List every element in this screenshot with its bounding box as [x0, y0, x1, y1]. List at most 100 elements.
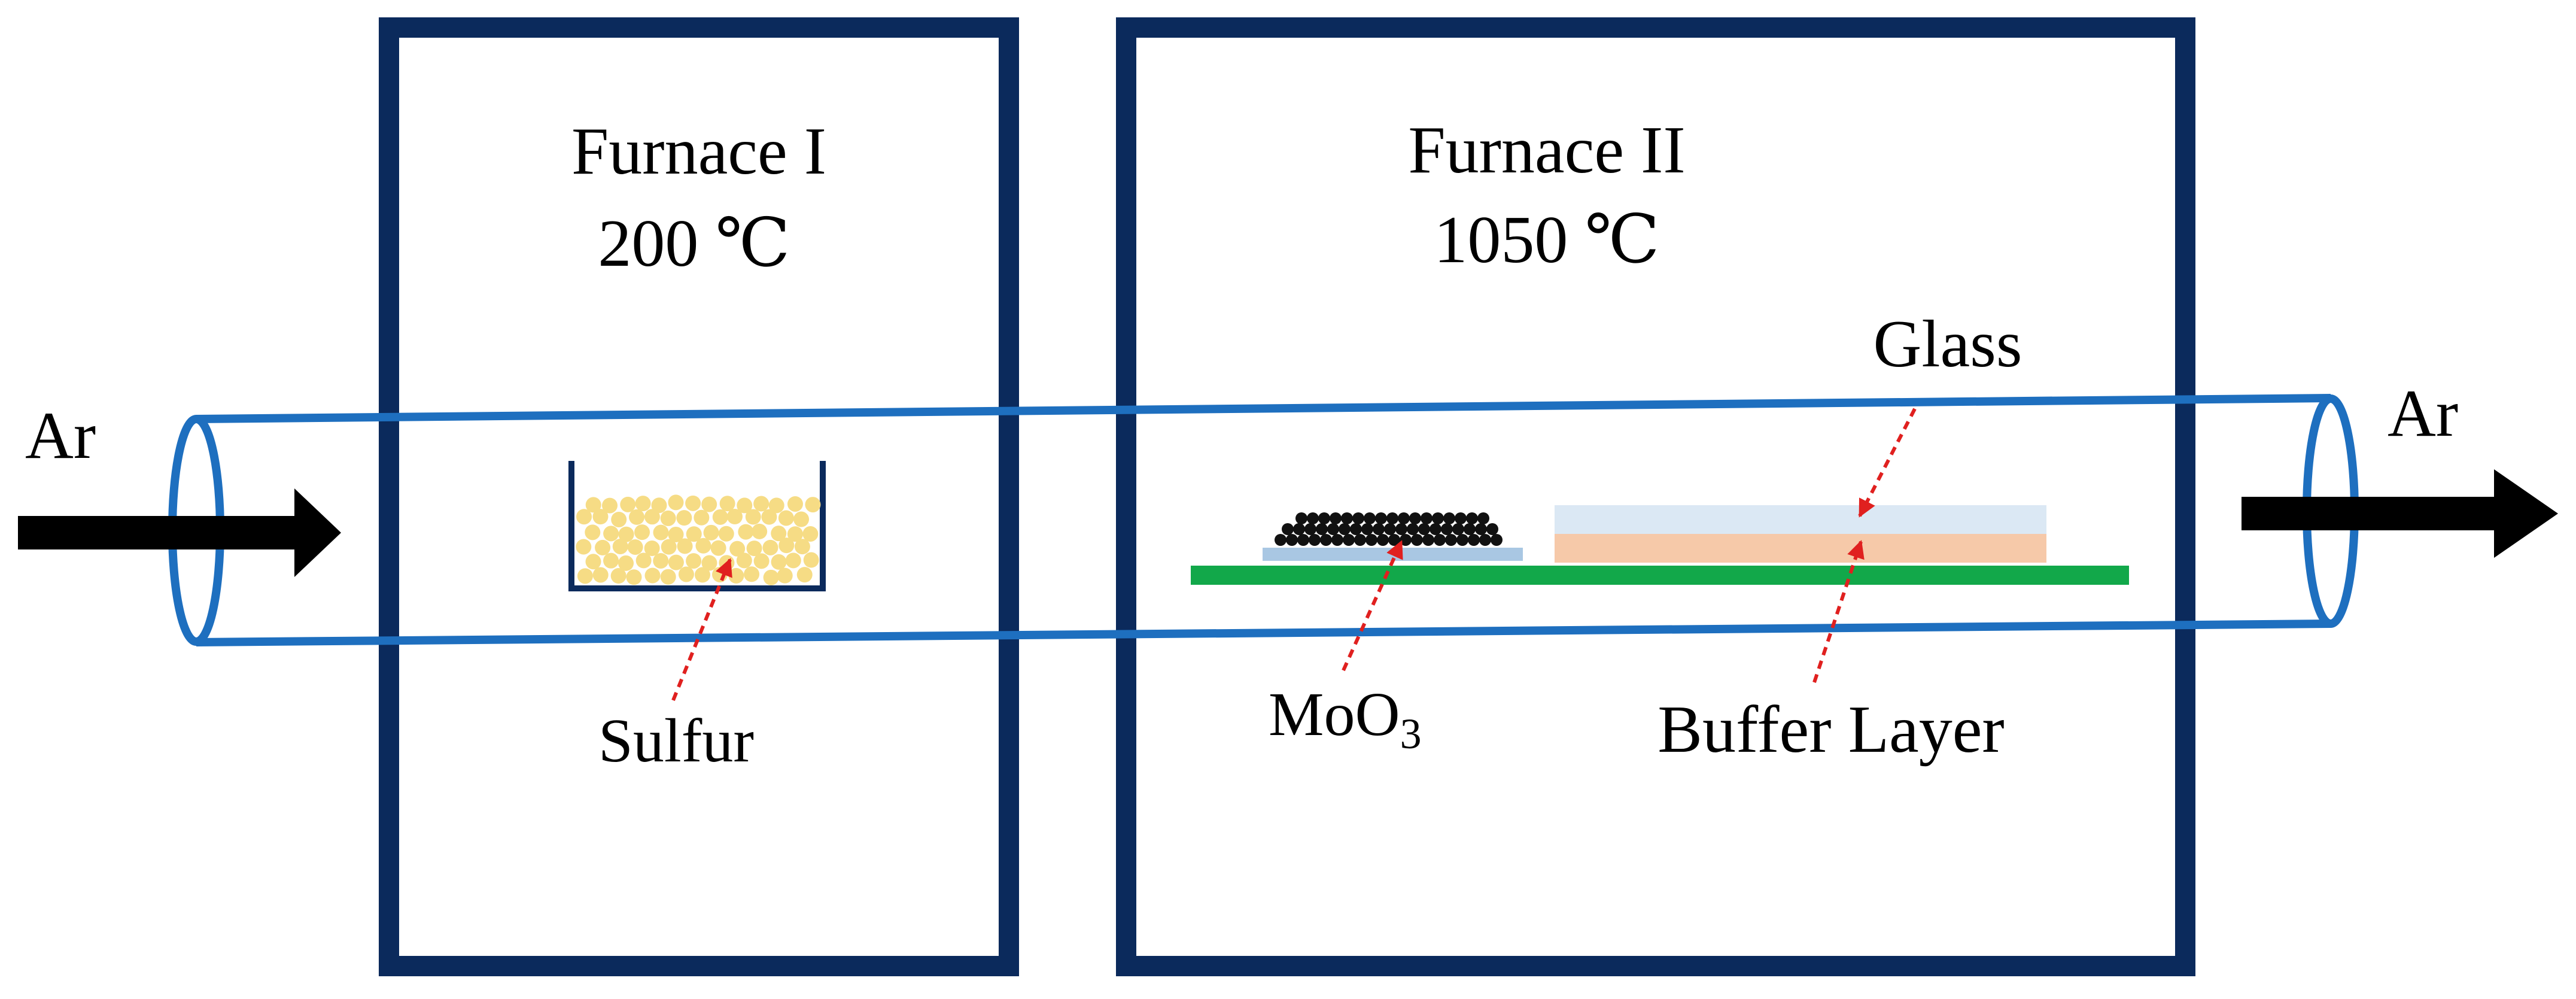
glass-pointer: [1858, 408, 1917, 518]
sulfur-particle: [728, 567, 744, 584]
sulfur-particle: [611, 511, 627, 527]
moo3-particle: [1352, 512, 1364, 524]
moo3-particle: [1304, 523, 1316, 535]
sulfur-particle: [794, 539, 810, 555]
moo3-particle: [1286, 534, 1298, 546]
moo3-particle: [1430, 523, 1441, 535]
moo3-particle: [1364, 512, 1376, 524]
sulfur-particle: [729, 541, 746, 557]
pointer-arrows: [671, 408, 1917, 702]
sulfur-particle: [785, 552, 801, 569]
sulfur-particle: [627, 539, 643, 555]
sulfur-particle: [635, 552, 652, 569]
sulfur-particle: [738, 524, 754, 540]
sulfur-particle: [752, 523, 768, 539]
sulfur-particle: [635, 496, 651, 512]
moo3-particle: [1400, 534, 1412, 546]
sulfur-particle: [644, 567, 661, 584]
sulfur-particle: [592, 567, 609, 583]
moo3-particle: [1418, 523, 1430, 535]
moo3-particle: [1331, 534, 1343, 546]
glass-label: Glass: [1874, 307, 2023, 381]
sulfur-particle: [778, 538, 795, 554]
sulfur-particle: [718, 526, 734, 542]
sulfur-particle: [726, 509, 743, 525]
sulfur-particle: [685, 495, 701, 511]
sulfur-particle: [603, 526, 619, 542]
moo3-particles: [1275, 512, 1503, 546]
sulfur-particle: [651, 497, 667, 514]
moo3-particle: [1395, 523, 1407, 535]
furnace-1-temperature: 200 ℃: [598, 207, 790, 281]
sulfur-particle: [595, 539, 611, 555]
sulfur-particle: [644, 509, 660, 525]
sulfur-particle: [777, 567, 793, 584]
moo3-particle: [1456, 534, 1468, 546]
moo3-particle: [1309, 534, 1321, 546]
sulfur-particle: [793, 511, 810, 527]
buffer-layer-label: Buffer Layer: [1657, 693, 2004, 767]
sulfur-particle: [695, 538, 711, 554]
sulfur-particles: [576, 494, 821, 585]
furnace-2-box: [1116, 17, 2195, 976]
moo3-particle: [1409, 512, 1421, 524]
moo3-particle: [1297, 534, 1309, 546]
moo3-particle: [1295, 512, 1307, 524]
moo3-particle: [1411, 534, 1423, 546]
sulfur-particle: [612, 538, 628, 554]
buffer-pointer: [1812, 540, 1865, 683]
sulfur-particle: [686, 526, 702, 542]
moo3-particle: [1373, 523, 1385, 535]
furnace-2-name: Furnace II: [1408, 113, 1685, 187]
sulfur-particle: [694, 509, 710, 526]
moo3-label-subscript: 3: [1400, 710, 1422, 758]
sulfur-particle: [701, 496, 717, 512]
moo3-particle: [1468, 534, 1480, 546]
moo3-label-base: MoO: [1269, 680, 1400, 749]
moo3-particle: [1422, 534, 1434, 546]
moo3-particle: [1388, 534, 1400, 546]
buffer-layer: [1555, 534, 2046, 563]
sulfur-particle: [753, 553, 770, 569]
sulfur-particle: [610, 568, 626, 584]
sulfur-particle: [668, 494, 684, 511]
sulfur-particle: [745, 509, 761, 525]
sulfur-particle: [737, 497, 753, 514]
sulfur-particle: [694, 567, 710, 583]
moo3-label: MoO3: [1269, 680, 1422, 758]
sulfur-pointer: [671, 558, 732, 702]
moo3-particle: [1275, 534, 1287, 546]
furnace-1-box: [379, 17, 1019, 976]
moo3-particle: [1354, 534, 1366, 546]
sulfur-particle: [677, 538, 693, 554]
moo3-particle: [1452, 523, 1464, 535]
sulfur-particle: [585, 554, 601, 570]
sulfur-particle: [803, 552, 819, 568]
gas-inlet-arrow: [18, 488, 341, 577]
sulfur-particle: [592, 509, 609, 525]
sulfur-label: Sulfur: [598, 706, 754, 775]
sulfur-particle: [787, 526, 803, 542]
sulfur-particle: [618, 526, 634, 542]
moo3-particle: [1316, 523, 1328, 535]
sulfur-particle: [701, 555, 717, 571]
sulfur-particle: [712, 509, 728, 525]
sulfur-particle: [763, 569, 779, 585]
moo3-particle: [1341, 512, 1353, 524]
sulfur-particle: [653, 552, 669, 569]
moo3-particle: [1330, 512, 1342, 524]
moo3-particle: [1477, 512, 1489, 524]
outlet-gas-label: Ar: [2388, 376, 2458, 451]
moo3-pointer: [1342, 540, 1403, 672]
sulfur-particle: [653, 524, 669, 541]
sulfur-particle: [603, 552, 619, 569]
moo3-particle: [1318, 512, 1330, 524]
sulfur-particle: [668, 526, 684, 542]
moo3-particle: [1407, 523, 1419, 535]
furnace-2-temperature: 1050 ℃: [1434, 203, 1659, 277]
sulfur-particle: [576, 539, 592, 555]
moo3-particle: [1486, 523, 1498, 535]
sulfur-particle: [778, 510, 794, 526]
moo3-particle: [1386, 512, 1398, 524]
sulfur-particle: [746, 541, 762, 557]
